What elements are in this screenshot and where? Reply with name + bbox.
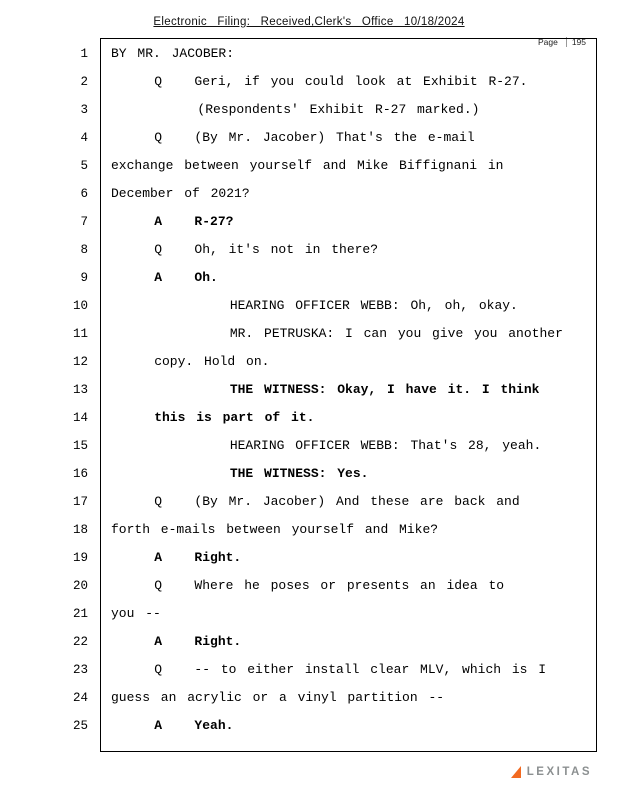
line-text: December of 2021? bbox=[111, 186, 250, 201]
line-text: Q Geri, if you could look at Exhibit R-2… bbox=[111, 74, 528, 89]
filing-header-text: Electronic Filing: Received,Clerk's Offi… bbox=[153, 16, 465, 28]
line-number: 11 bbox=[72, 327, 88, 341]
transcript-line: 9 A Oh. bbox=[0, 264, 618, 292]
line-number: 15 bbox=[72, 439, 88, 453]
page-number-value: 195 bbox=[565, 37, 586, 47]
transcript-line: 2 Q Geri, if you could look at Exhibit R… bbox=[0, 68, 618, 96]
line-number: 20 bbox=[72, 579, 88, 593]
transcript-line: 15 HEARING OFFICER WEBB: That's 28, yeah… bbox=[0, 432, 618, 460]
transcript-line: 23 Q -- to either install clear MLV, whi… bbox=[0, 656, 618, 684]
line-number: 13 bbox=[72, 383, 88, 397]
line-number: 6 bbox=[80, 187, 88, 201]
transcript-line: 14 this is part of it. bbox=[0, 404, 618, 432]
line-text: HEARING OFFICER WEBB: That's 28, yeah. bbox=[111, 438, 542, 453]
line-number: 4 bbox=[80, 131, 88, 145]
line-number: 8 bbox=[80, 243, 88, 257]
line-number: 9 bbox=[80, 271, 88, 285]
line-text: A Right. bbox=[111, 550, 242, 565]
line-number: 7 bbox=[80, 215, 88, 229]
transcript-line: 1 BY MR. JACOBER: bbox=[0, 40, 618, 68]
line-text: BY MR. JACOBER: bbox=[111, 46, 235, 61]
line-number: 10 bbox=[72, 299, 88, 313]
transcript-line: 7 A R-27? bbox=[0, 208, 618, 236]
transcript-line: 3 (Respondents' Exhibit R-27 marked.) bbox=[0, 96, 618, 124]
line-number: 23 bbox=[72, 663, 88, 677]
line-number: 18 bbox=[72, 523, 88, 537]
line-text: A Right. bbox=[111, 634, 242, 649]
line-number: 25 bbox=[72, 719, 88, 733]
line-text: forth e-mails between yourself and Mike? bbox=[111, 522, 439, 537]
lexitas-logo-text: LEXITAS bbox=[526, 766, 592, 778]
line-text: Q (By Mr. Jacober) And these are back an… bbox=[111, 494, 520, 509]
line-number: 3 bbox=[80, 103, 88, 117]
line-number: 12 bbox=[72, 355, 88, 369]
transcript-line: 25 A Yeah. bbox=[0, 712, 618, 740]
filing-header: Electronic Filing: Received,Clerk's Offi… bbox=[0, 16, 618, 28]
lexitas-logo: LEXITAS bbox=[510, 766, 592, 778]
line-number: 22 bbox=[72, 635, 88, 649]
transcript-line: 13 THE WITNESS: Okay, I have it. I think bbox=[0, 376, 618, 404]
line-number: 16 bbox=[72, 467, 88, 481]
line-text: Q Oh, it's not in there? bbox=[111, 242, 379, 257]
transcript-line: 22 A Right. bbox=[0, 628, 618, 656]
transcript-line: 17 Q (By Mr. Jacober) And these are back… bbox=[0, 488, 618, 516]
line-text: MR. PETRUSKA: I can you give you another bbox=[111, 326, 563, 341]
line-text: exchange between yourself and Mike Biffi… bbox=[111, 158, 504, 173]
page-number: Page 195 bbox=[535, 37, 588, 47]
line-number: 5 bbox=[80, 159, 88, 173]
line-number: 19 bbox=[72, 551, 88, 565]
line-text: THE WITNESS: Okay, I have it. I think bbox=[111, 382, 540, 397]
line-number: 14 bbox=[72, 411, 88, 425]
line-text: A Yeah. bbox=[111, 718, 234, 733]
line-text: this is part of it. bbox=[111, 410, 315, 425]
page-number-label: Page bbox=[537, 37, 558, 47]
line-text: copy. Hold on. bbox=[111, 354, 270, 369]
line-text: Q (By Mr. Jacober) That's the e-mail bbox=[111, 130, 475, 145]
line-text: THE WITNESS: Yes. bbox=[111, 466, 369, 481]
line-text: Q Where he poses or presents an idea to bbox=[111, 578, 505, 593]
transcript-line: 11 MR. PETRUSKA: I can you give you anot… bbox=[0, 320, 618, 348]
transcript-line: 8 Q Oh, it's not in there? bbox=[0, 236, 618, 264]
transcript-line: 18 forth e-mails between yourself and Mik… bbox=[0, 516, 618, 544]
transcript-line: 19 A Right. bbox=[0, 544, 618, 572]
transcript-line: 10 HEARING OFFICER WEBB: Oh, oh, okay. bbox=[0, 292, 618, 320]
line-text: A Oh. bbox=[111, 270, 218, 285]
transcript-line: 12 copy. Hold on. bbox=[0, 348, 618, 376]
transcript-line: 24 guess an acrylic or a vinyl partition … bbox=[0, 684, 618, 712]
transcript-line: 16 THE WITNESS: Yes. bbox=[0, 460, 618, 488]
line-text: HEARING OFFICER WEBB: Oh, oh, okay. bbox=[111, 298, 518, 313]
line-number: 21 bbox=[72, 607, 88, 621]
line-text: you -- bbox=[111, 606, 161, 621]
transcript-line: 21 you -- bbox=[0, 600, 618, 628]
line-number: 2 bbox=[80, 75, 88, 89]
transcript-line: 6 December of 2021? bbox=[0, 180, 618, 208]
lexitas-triangle-icon bbox=[510, 766, 521, 778]
line-text: Q -- to either install clear MLV, which … bbox=[111, 662, 547, 677]
transcript-line: 4 Q (By Mr. Jacober) That's the e-mail bbox=[0, 124, 618, 152]
line-text: guess an acrylic or a vinyl partition -- bbox=[111, 690, 445, 705]
line-number: 24 bbox=[72, 691, 88, 705]
line-text: A R-27? bbox=[111, 214, 234, 229]
transcript-line: 5 exchange between yourself and Mike Biff… bbox=[0, 152, 618, 180]
transcript-line: 20 Q Where he poses or presents an idea … bbox=[0, 572, 618, 600]
line-number: 1 bbox=[80, 47, 88, 61]
line-number: 17 bbox=[72, 495, 88, 509]
transcript-lines: 1 BY MR. JACOBER: 2 Q Geri, if you could l… bbox=[0, 40, 618, 740]
line-text: (Respondents' Exhibit R-27 marked.) bbox=[111, 102, 480, 117]
